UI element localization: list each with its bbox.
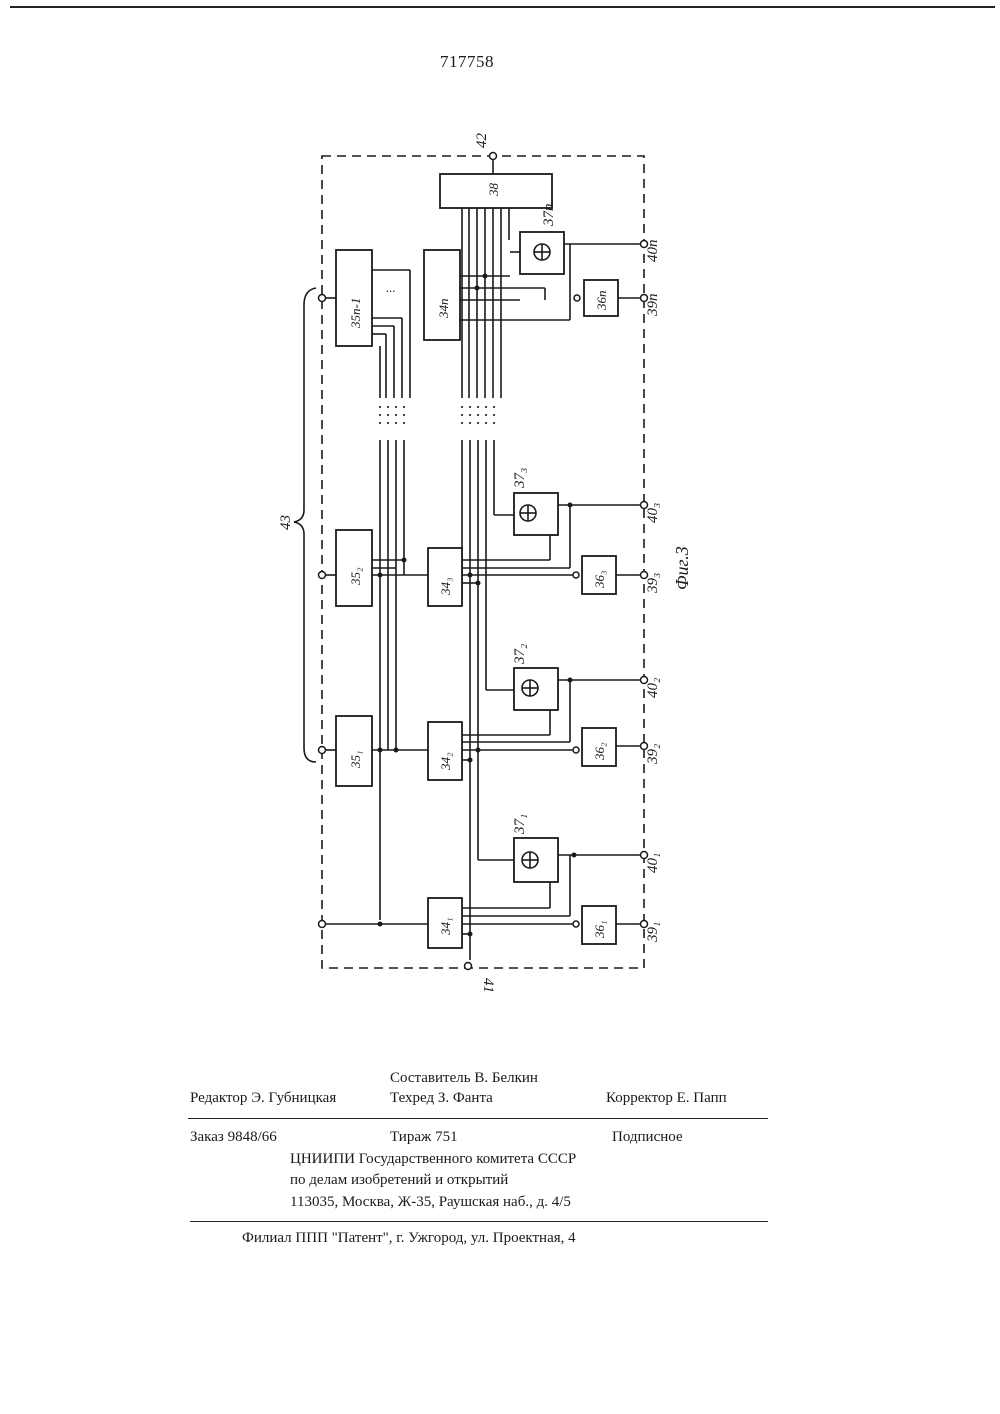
divider-2 <box>190 1221 768 1222</box>
label-35n-1: 35n-1 <box>348 298 363 329</box>
subscription: Подписное <box>612 1129 683 1146</box>
label-37-1: 37₁ <box>512 814 528 835</box>
label-36n: 36n <box>594 291 609 312</box>
bus-34-column <box>462 208 509 398</box>
block-34-3 <box>428 548 462 606</box>
label-40-3: 40₃ <box>645 503 661 523</box>
brace-43 <box>294 288 316 762</box>
label-34-3: 34₃ <box>438 577 453 596</box>
dotted-continuation <box>380 406 494 430</box>
editor: Редактор Э. Губницкая <box>190 1090 336 1107</box>
label-35-1: 35₁ <box>348 750 363 769</box>
branch: Филиал ППП "Патент", г. Ужгород, ул. Про… <box>242 1230 576 1247</box>
terminal-41 <box>465 963 472 970</box>
corrector: Корректор Е. Папп <box>606 1090 727 1107</box>
org-line-2: по делам изобретений и открытий <box>290 1172 508 1189</box>
label-37-2: 37₂ <box>512 644 528 665</box>
label-34-1: 34₁ <box>438 917 453 936</box>
label-38: 38 <box>486 183 501 198</box>
label-41: 41 <box>480 978 496 993</box>
label-40-1: 40₁ <box>645 853 661 873</box>
org-line-1: ЦНИИПИ Государственного комитета СССР <box>290 1151 576 1168</box>
circuit-diagram: 42 38 34n 37n 36n 40n 39n 35n-1 <box>0 0 1000 1040</box>
label-39-2: 39₂ <box>645 744 661 765</box>
figure-caption: Фиг.3 <box>672 546 692 590</box>
label-34-2: 34₂ <box>438 752 453 771</box>
terminal-42 <box>490 153 497 160</box>
label-36-3: 36₃ <box>592 570 607 589</box>
label-39n: 39n <box>645 294 661 318</box>
label-39-1: 39₁ <box>645 922 661 943</box>
order: Заказ 9848/66 <box>190 1129 277 1146</box>
label-43: 43 <box>278 515 294 530</box>
label-40-2: 40₂ <box>645 678 661 698</box>
block-37-2 <box>514 668 558 710</box>
compiler: Составитель В. Белкин <box>390 1070 538 1087</box>
circulation: Тираж 751 <box>390 1129 458 1146</box>
label-36-2: 36₂ <box>592 742 607 761</box>
org-line-3: 113035, Москва, Ж-35, Раушская наб., д. … <box>290 1194 571 1211</box>
block-34n <box>424 250 460 340</box>
techred: Техред З. Фанта <box>390 1090 493 1107</box>
label-36-1: 36₁ <box>592 920 607 939</box>
label-34n: 34n <box>436 299 451 320</box>
label-37n: 37n <box>541 204 557 228</box>
label-40n: 40n <box>645 240 661 263</box>
label-42: 42 <box>474 133 490 149</box>
label-35-2: 35₂ <box>348 567 363 586</box>
block-34-2 <box>428 722 462 780</box>
divider-1 <box>188 1118 768 1119</box>
ellipsis-35: ... <box>386 280 396 295</box>
label-37-3: 37₃ <box>512 468 528 489</box>
label-39-3: 39₃ <box>645 573 661 594</box>
